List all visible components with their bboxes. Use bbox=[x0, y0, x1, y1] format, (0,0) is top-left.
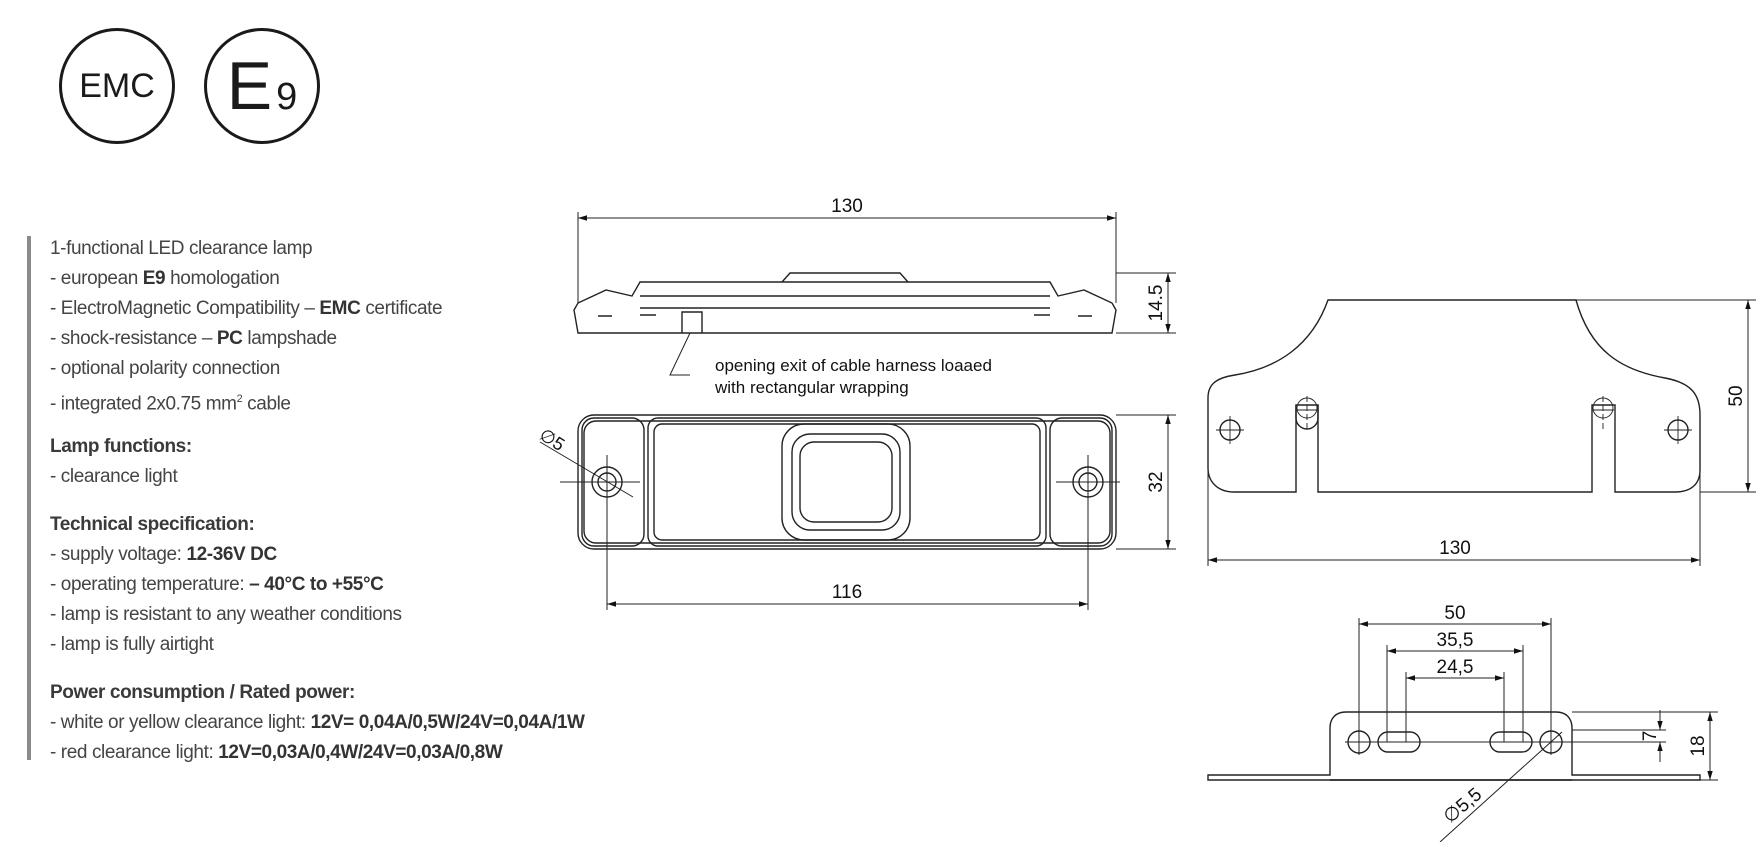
spec-accent-bar bbox=[27, 236, 31, 760]
specification-text: 1-functional LED clearance lamp - europea… bbox=[50, 234, 610, 768]
cable-exit-note-line1: opening exit of cable harness loaaed bbox=[715, 356, 992, 375]
bracket-front-view bbox=[1207, 711, 1701, 781]
front-height-label: 18 bbox=[1688, 735, 1709, 756]
lamp-body bbox=[647, 417, 1047, 547]
bracket-centerlines bbox=[1216, 396, 1692, 444]
technical-spec-line: - operating temperature: – 40°C to +55°C bbox=[50, 574, 384, 595]
technical-spec-line: - lamp is resistant to any weather condi… bbox=[50, 604, 402, 625]
bracket-length-label: 130 bbox=[1439, 538, 1471, 559]
side-length-label: 130 bbox=[831, 196, 863, 217]
side-height-label: 14.5 bbox=[1146, 285, 1167, 322]
lamp-functions-heading: Lamp functions: bbox=[50, 436, 192, 457]
top-view-outline bbox=[577, 414, 1117, 550]
bracket-height-label: 50 bbox=[1726, 385, 1747, 406]
side-view bbox=[573, 272, 1117, 334]
power-consumption-heading: Power consumption / Rated power: bbox=[50, 682, 355, 703]
emc-certificate-mark: EMC bbox=[59, 28, 175, 144]
front-spacing-inner-label: 24,5 bbox=[1437, 657, 1474, 678]
front-spacing-outer-label: 50 bbox=[1444, 603, 1465, 624]
e9-homologation-mark: E 9 bbox=[204, 28, 320, 144]
feature-line: 1-functional LED clearance lamp bbox=[50, 238, 313, 259]
technical-spec-line: - lamp is fully airtight bbox=[50, 634, 214, 655]
lamp-lens bbox=[781, 423, 911, 541]
e9-number: 9 bbox=[276, 75, 298, 118]
hole-diameter-label: ∅5 bbox=[536, 424, 568, 455]
bracket-outline bbox=[1207, 299, 1701, 493]
bracket-front-dimensions bbox=[1345, 618, 1718, 842]
feature-line: - shock-resistance – PC lampshade bbox=[50, 328, 337, 349]
top-width-label: 32 bbox=[1146, 471, 1167, 492]
cable-exit-leader bbox=[669, 332, 691, 376]
power-consumption-line: - white or yellow clearance light: 12V= … bbox=[50, 712, 585, 733]
e9-letter: E bbox=[226, 48, 273, 124]
top-view bbox=[577, 414, 1117, 550]
technical-spec-heading: Technical specification: bbox=[50, 514, 255, 535]
power-consumption-line: - red clearance light: 12V=0,03A/0,4W/24… bbox=[50, 742, 503, 763]
front-offset-label: 7 bbox=[1640, 731, 1661, 742]
bracket-dimensions bbox=[1207, 299, 1756, 566]
front-spacing-middle-label: 35,5 bbox=[1437, 630, 1474, 651]
technical-spec-line: - supply voltage: 12-36V DC bbox=[50, 544, 277, 565]
feature-line: - optional polarity connection bbox=[50, 358, 280, 379]
top-view-dimensions bbox=[539, 414, 1176, 610]
bracket-view bbox=[1207, 299, 1701, 493]
hole-spacing-label: 116 bbox=[832, 582, 862, 603]
feature-line: - ElectroMagnetic Compatibility – EMC ce… bbox=[50, 298, 443, 319]
bracket-front-outline bbox=[1207, 711, 1701, 781]
side-view-dimensions bbox=[577, 212, 1176, 376]
side-view-lens-bump bbox=[781, 272, 909, 283]
lamp-function-line: - clearance light bbox=[50, 466, 178, 487]
emc-label: EMC bbox=[79, 66, 155, 105]
cable-exit-note-line2: with rectangular wrapping bbox=[714, 378, 909, 397]
feature-line: - european E9 homologation bbox=[50, 268, 280, 289]
feature-line: - integrated 2x0.75 mm2 cable bbox=[50, 393, 291, 415]
